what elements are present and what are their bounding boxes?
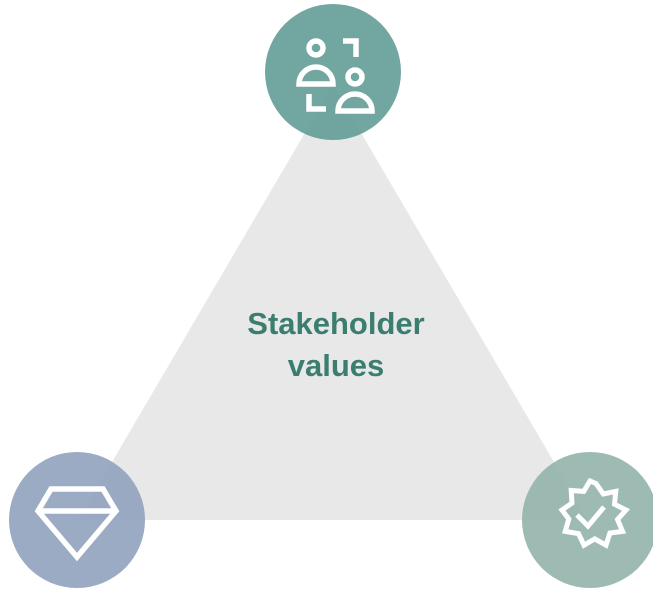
gem-icon — [34, 486, 120, 562]
right-node — [522, 452, 653, 588]
center-label-line2: values — [287, 348, 385, 383]
center-label-line1: Stakeholder — [247, 306, 425, 341]
left-node — [9, 452, 145, 588]
center-label: Stakeholder values — [206, 303, 466, 387]
gear-check-icon — [558, 477, 631, 549]
top-node — [265, 4, 401, 140]
people-exchange-icon — [296, 38, 375, 114]
value-triangle — [78, 85, 588, 520]
